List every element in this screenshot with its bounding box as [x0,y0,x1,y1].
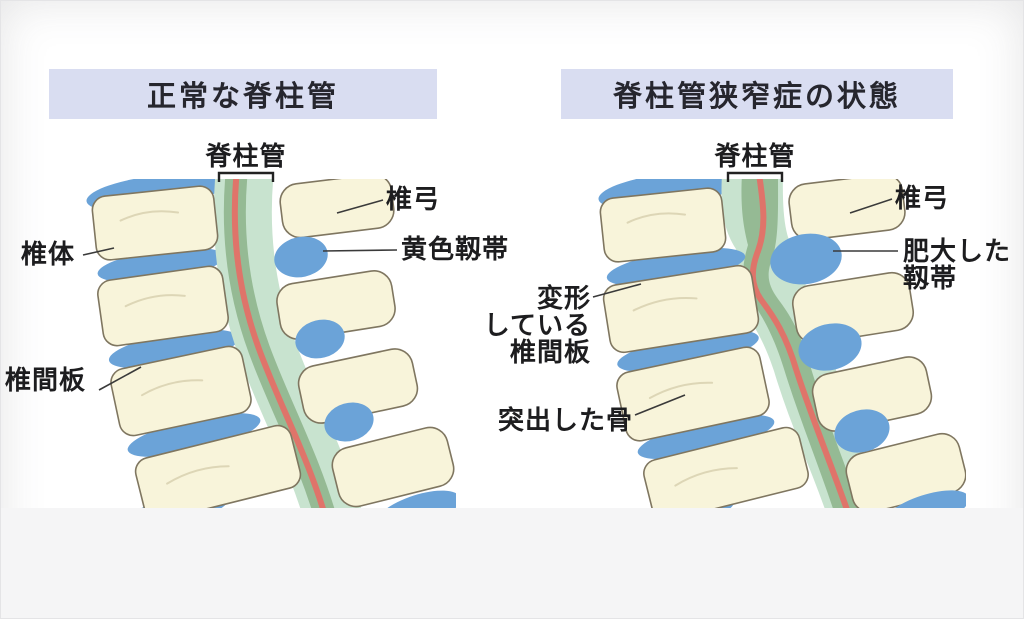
ligament-shapes [274,236,456,508]
vertebral-bodies [91,185,302,508]
footer-strip [1,508,1023,618]
label-vertebral-arch-left: 椎弓 [386,184,441,214]
spinal-canal-band [213,179,362,508]
bone-detail-lines [626,212,738,487]
normal-spine-illustration [86,179,456,508]
label-deformed-disc-line1: 変形 [536,283,591,313]
vertebral-bodies [599,187,809,508]
label-deformed-disc-line3: 椎間板 [509,337,591,367]
label-hypertrophied-ligament: 肥大した 靱帯 [903,238,1011,292]
label-deformed-disc: 変形 している 椎間板 [479,285,591,366]
label-hypertrophied-ligament-line1: 肥大した [903,236,1012,266]
label-hypertrophied-ligament-line2: 靱帯 [903,263,958,293]
label-protruding-bone: 突出した骨 [498,405,634,435]
right-canal-label: 脊柱管 [714,141,796,171]
label-vertebral-body: 椎体 [21,239,76,269]
left-canal-label: 脊柱管 [205,141,287,171]
bone-detail-lines [119,210,230,485]
nerve-line [231,179,326,508]
hypertrophied-ligament-shapes [770,233,966,508]
label-deformed-disc-line2: している [483,310,591,340]
stenosis-spine-illustration [598,179,966,508]
right-panel-title: 脊柱管狭窄症の状態 [561,69,953,119]
label-vertebral-arch-right: 椎弓 [895,183,950,213]
label-intervertebral-disc: 椎間板 [5,365,87,395]
label-yellow-ligament: 黄色靱帯 [401,234,510,264]
nerve-line-compressed [749,179,850,508]
left-panel-title: 正常な脊柱管 [49,69,437,119]
